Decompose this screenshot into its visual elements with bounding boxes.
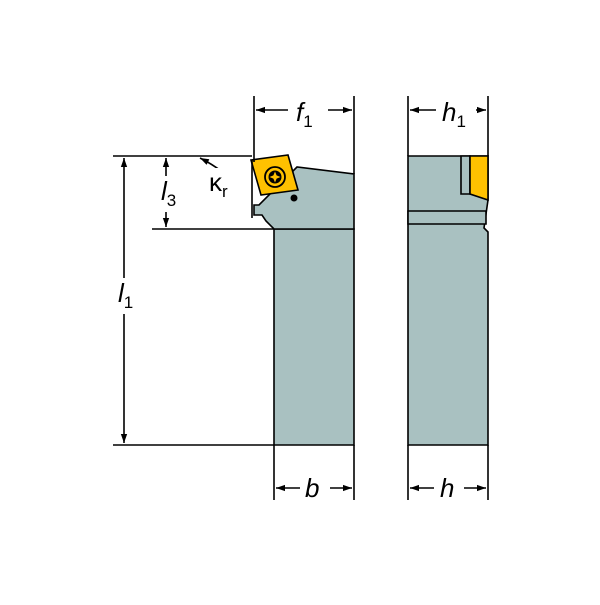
- label-l3: l3: [161, 176, 176, 210]
- label-l1: l1: [118, 278, 133, 312]
- torx-screw-icon: [264, 166, 286, 188]
- extension-lines: [113, 96, 489, 500]
- label-b: b: [305, 473, 319, 503]
- side-view: [407, 155, 489, 446]
- side-body: [407, 155, 489, 446]
- clamp-hole: [290, 194, 298, 202]
- label-kappa: κr: [209, 167, 228, 201]
- label-h1: h1: [442, 97, 466, 131]
- side-seat: [460, 155, 471, 195]
- side-head-band: [407, 210, 487, 225]
- insert-side: [469, 155, 489, 202]
- front-view: [249, 154, 355, 446]
- label-h: h: [440, 473, 454, 503]
- label-f1: f1: [296, 97, 313, 131]
- front-shank: [273, 228, 355, 446]
